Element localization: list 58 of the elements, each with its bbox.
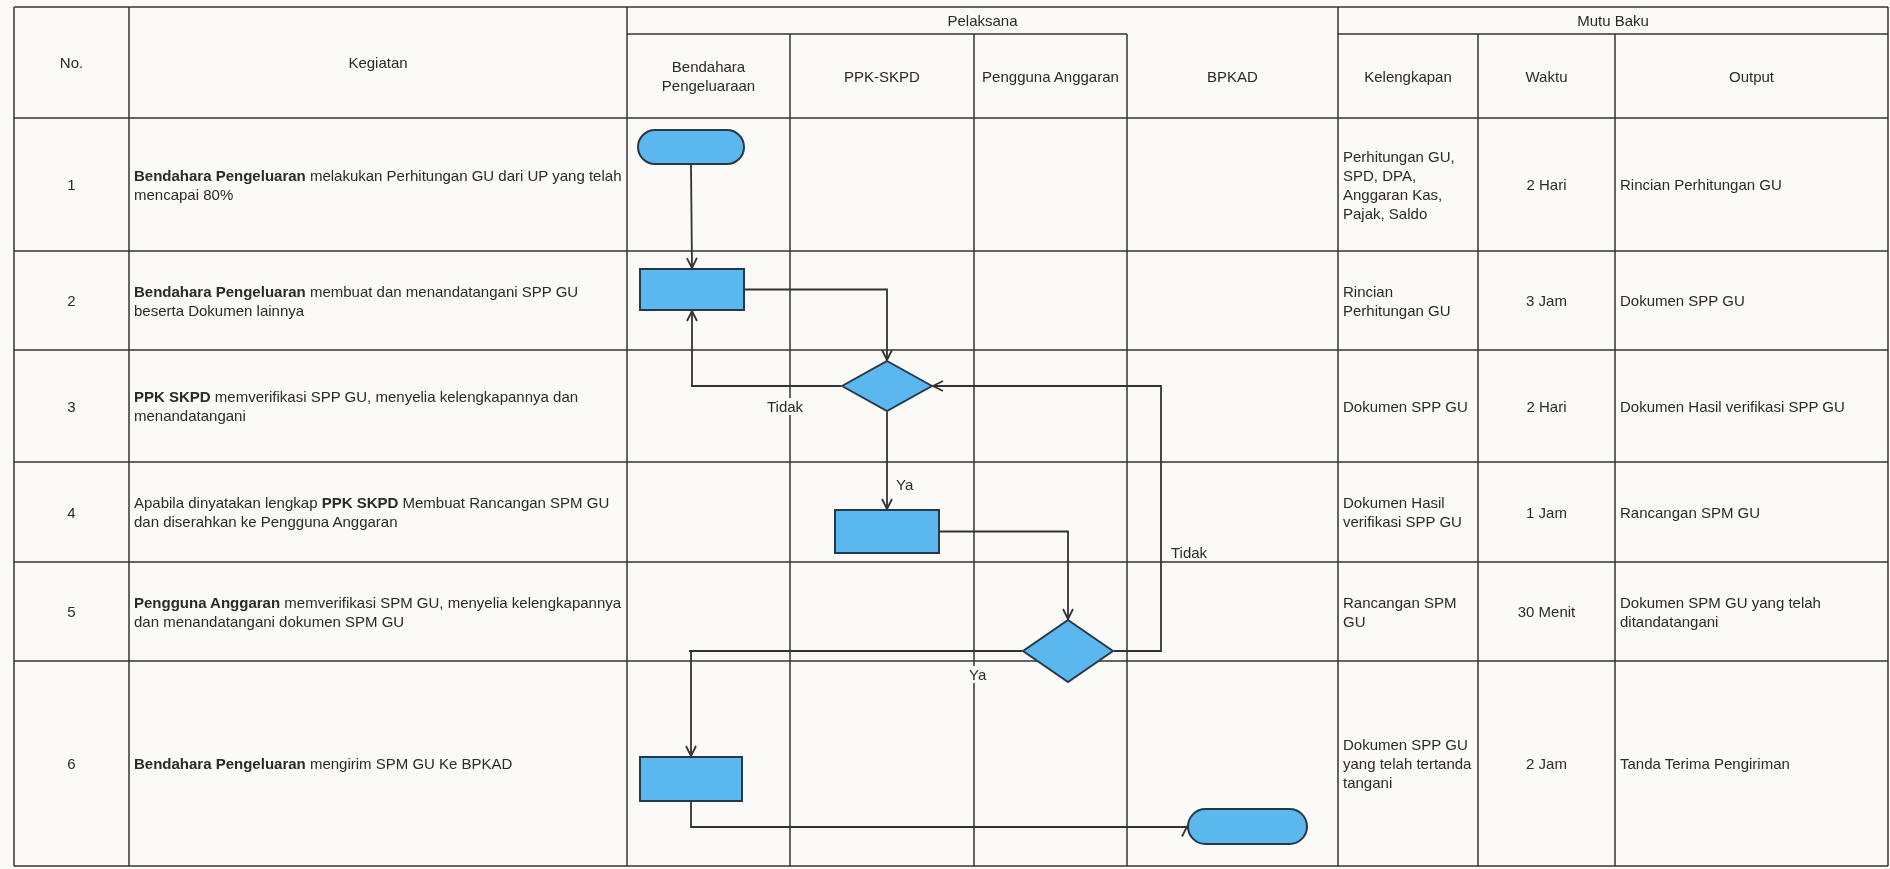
- column-header: PPK-SKPD: [844, 66, 920, 86]
- arrow: [881, 411, 893, 510]
- column-header: Mutu Baku: [1577, 11, 1649, 30]
- output-text: Dokumen SPP GU: [1620, 291, 1745, 310]
- requirement-text: Dokumen SPP GU yang telah tertanda tangani: [1343, 735, 1473, 792]
- requirement-text: Dokumen SPP GU: [1343, 396, 1468, 416]
- activity-text: Bendahara Pengeluaran mengirim SPM GU Ke BPKAD: [134, 754, 513, 773]
- row-number: 4: [67, 502, 76, 522]
- arrow: [686, 164, 698, 269]
- requirement-text: Rancangan SPM GU: [1343, 592, 1458, 631]
- process-box: [639, 268, 745, 311]
- terminator-shape: [1187, 808, 1308, 845]
- duration-text: 2 Hari: [1526, 396, 1567, 416]
- row-number: 2: [67, 291, 76, 310]
- duration-text: 2 Hari: [1526, 175, 1567, 194]
- requirement-text: Rincian Perhitungan GU: [1343, 281, 1452, 320]
- row-number: 6: [67, 754, 76, 773]
- column-header: Waktu: [1525, 66, 1568, 86]
- activity-text: Apabila dinyatakan lengkap PPK SKPD Membuat Rancangan SPM GU dan diserahkan ke Pengguna Anggaran: [134, 493, 611, 531]
- row-number: 5: [67, 602, 76, 621]
- column-header: Kegiatan: [348, 53, 408, 72]
- requirement-text: Perhitungan GU, SPD, DPA, Anggaran Kas, Pajak, Saldo: [1343, 146, 1456, 223]
- output-text: Rancangan SPM GU: [1620, 502, 1761, 522]
- column-header: BPKAD: [1207, 66, 1258, 86]
- duration-text: 1 Jam: [1526, 502, 1567, 522]
- row-number: 1: [67, 175, 76, 194]
- edge-label: Ya: [968, 666, 988, 683]
- row-number: 3: [67, 396, 76, 416]
- arrow: [686, 310, 842, 387]
- output-text: Dokumen SPM GU yang telah ditandatangani: [1620, 592, 1822, 631]
- edge-label: Tidak: [766, 398, 805, 415]
- duration-text: 30 Menit: [1517, 602, 1576, 621]
- process-box: [834, 509, 940, 554]
- output-text: Dokumen Hasil verifikasi SPP GU: [1620, 396, 1845, 416]
- column-header: No.: [59, 53, 84, 72]
- duration-text: 3 Jam: [1526, 291, 1567, 310]
- arrow: [939, 530, 1074, 620]
- output-text: Tanda Terima Pengiriman: [1620, 754, 1790, 773]
- arrow: [932, 380, 1162, 652]
- requirement-text: Dokumen Hasil verifikasi SPP GU: [1343, 493, 1463, 531]
- activity-text: Bendahara Pengeluaran membuat dan menandatangani SPP GU beserta Dokumen lainnya: [134, 281, 580, 320]
- terminator-shape: [637, 129, 745, 165]
- process-box: [639, 756, 743, 802]
- column-header: Kelengkapan: [1364, 66, 1452, 86]
- duration-text: 2 Jam: [1526, 754, 1567, 773]
- edge-label: Tidak: [1170, 544, 1209, 561]
- decision-diamond: [1022, 619, 1114, 683]
- column-header: Pelaksana: [947, 11, 1018, 30]
- column-header: Pengguna Anggaran: [982, 66, 1119, 86]
- output-text: Rincian Perhitungan GU: [1620, 175, 1782, 194]
- activity-text: Bendahara Pengeluaran melakukan Perhitungan GU dari UP yang telah mencapai 80%: [134, 165, 622, 204]
- arrow: [685, 650, 1023, 757]
- activity-text: Pengguna Anggaran memverifikasi SPM GU, menyelia kelengkapannya dan menandatangani dokumen SPM GU: [134, 592, 622, 631]
- decision-diamond: [841, 360, 933, 412]
- arrow: [744, 288, 893, 361]
- activity-text: PPK SKPD memverifikasi SPP GU, menyelia kelengkapannya dan menandatangani: [134, 387, 580, 425]
- column-header: Output: [1729, 66, 1774, 86]
- column-header: Bendahara Pengeluaraan: [660, 57, 757, 95]
